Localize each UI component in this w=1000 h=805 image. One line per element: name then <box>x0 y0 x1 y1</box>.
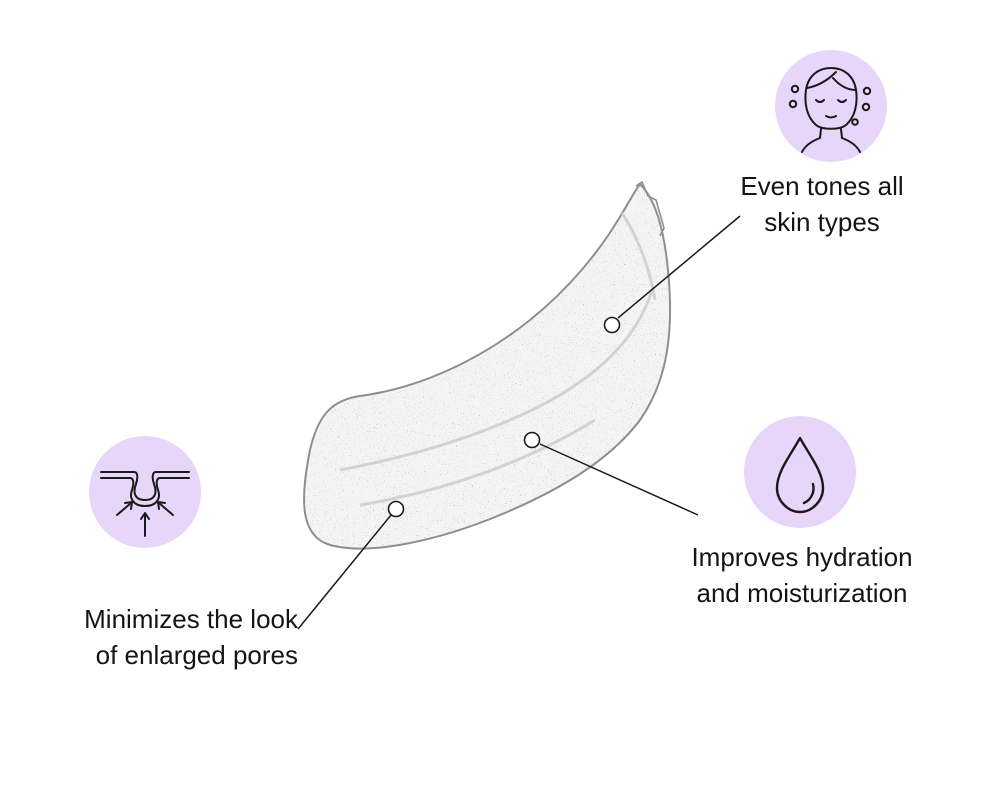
leader-line-pores <box>297 514 392 630</box>
leader-line-tone <box>617 215 741 319</box>
gel-swatch <box>303 180 672 550</box>
anchor-marker-pores <box>387 500 405 518</box>
anchor-marker-hydration <box>523 431 541 449</box>
anchor-marker-tone <box>603 316 621 334</box>
callout-text-line: and moisturization <box>696 578 908 608</box>
gel-texture <box>304 184 671 549</box>
callout-text-line: Even tones all <box>740 171 904 201</box>
pore-icon <box>100 471 190 537</box>
face-icon <box>788 67 872 153</box>
callout-text-line: of enlarged pores <box>95 640 298 670</box>
callout-text-line: Improves hydration <box>691 542 913 572</box>
badge-hydration <box>744 416 856 528</box>
badge-pores <box>89 436 201 548</box>
callout-text-line: Minimizes the look <box>84 604 298 634</box>
leader-line-hydration <box>539 443 699 516</box>
gel-tip <box>635 180 665 237</box>
badge-tone <box>775 50 887 162</box>
callout-label-pores: Minimizes the look of enlarged pores <box>38 601 298 673</box>
gel-highlights <box>339 209 657 507</box>
callout-text-line: skin types <box>764 207 880 237</box>
water-drop-icon <box>775 436 825 514</box>
callout-label-hydration: Improves hydration and moisturization <box>672 539 932 611</box>
callout-label-tone: Even tones all skin types <box>722 168 922 240</box>
